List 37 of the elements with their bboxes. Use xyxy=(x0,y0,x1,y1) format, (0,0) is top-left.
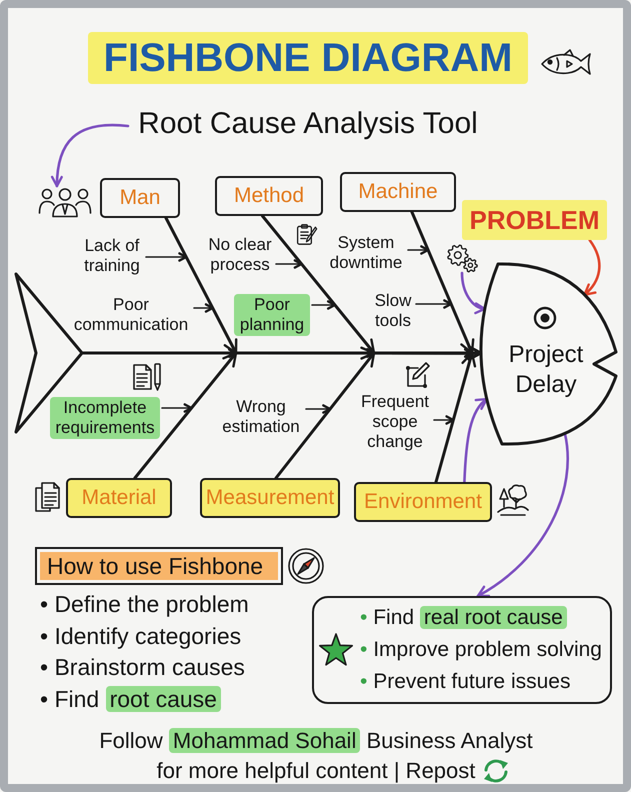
cause-text: Poor communication xyxy=(70,295,192,335)
cause-text: Incomplete requirements xyxy=(50,397,160,439)
footer-text: Follow Mohammad Sohail Business Analyst for more helpful content | Repost xyxy=(98,727,534,785)
curved-arrow xyxy=(51,124,130,188)
people-icon xyxy=(38,186,92,218)
cause-text: System downtime xyxy=(326,233,406,273)
cause-text: Poor planning xyxy=(234,294,310,336)
curved-arrow xyxy=(460,272,486,314)
bullet-text: • Prevent future issues xyxy=(360,669,572,695)
effect-text: Project Delay xyxy=(508,340,584,400)
bullet-text: • Improve problem solving xyxy=(360,637,602,663)
bullet-text: • Find real root cause xyxy=(360,602,602,634)
benefits-panel xyxy=(312,596,612,704)
cause-text: Lack of training xyxy=(80,236,144,276)
section-heading: How to use Fishbone xyxy=(35,547,283,585)
category-box: Machine xyxy=(340,172,456,212)
category-box: Method xyxy=(215,176,323,216)
curved-arrow xyxy=(476,432,569,598)
category-box: Material xyxy=(66,478,172,518)
category-box: Measurement xyxy=(200,478,340,518)
bullet-text: • Find root cause xyxy=(40,684,249,715)
cause-text: Wrong estimation xyxy=(218,397,304,437)
bullet-text: • Define the problem xyxy=(40,590,249,619)
curved-arrow xyxy=(463,398,488,484)
gears-icon xyxy=(446,244,478,273)
cause-text: Slow tools xyxy=(372,291,414,331)
subtitle: Root Cause Analysis Tool xyxy=(128,104,488,144)
category-box: Environment xyxy=(354,482,492,522)
curved-arrow xyxy=(583,238,601,296)
category-box: Man xyxy=(100,178,180,218)
bullet-text: • Brainstorm causes xyxy=(40,653,246,682)
bullet-text: • Identify categories xyxy=(40,622,242,651)
cause-text: No clear process xyxy=(206,235,274,275)
problem-heading: PROBLEM xyxy=(462,200,607,240)
fish-head xyxy=(478,262,618,446)
cause-text: Frequent scope change xyxy=(358,392,432,452)
title: FISHBONE DIAGRAM xyxy=(88,32,528,84)
